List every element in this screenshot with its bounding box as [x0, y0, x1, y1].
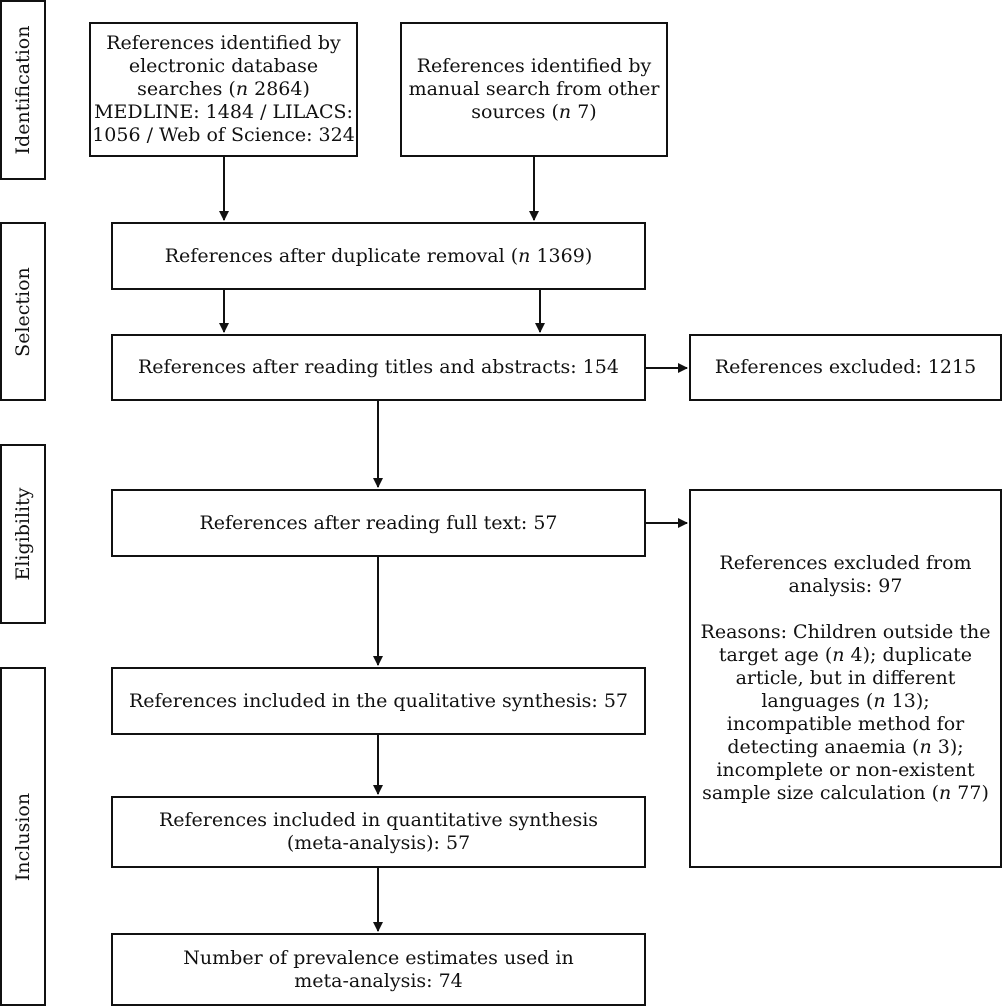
stage-inclusion: Inclusion [0, 667, 46, 1006]
box-text-line: manual search from other [408, 78, 660, 100]
box-text-line: References identified by [106, 32, 341, 54]
box-text-line: searches (n 2864) [137, 78, 310, 100]
box-text-line: sample size calculation (n 77) [702, 782, 989, 804]
qualitative-synthesis-box: References included in the qualitative s… [111, 667, 646, 735]
stage-eligibility: Eligibility [0, 444, 46, 624]
excluded-titles-box: References excluded: 1215 [689, 334, 1002, 401]
box-text-line: Reasons: Children outside the [700, 621, 991, 643]
box-text-line: languages (n 13); [761, 690, 930, 712]
box-text-line: meta-analysis: 74 [294, 969, 463, 992]
duplicate-removal-box: References after duplicate removal (n 13… [111, 222, 646, 290]
box-text-line: References after reading titles and abst… [137, 356, 619, 378]
box-text-line: electronic database [128, 55, 319, 77]
box-text-line: References excluded: 1215 [714, 356, 977, 378]
box-text-line: analysis: 97 [788, 575, 903, 597]
box-text-line: References excluded from [719, 552, 972, 574]
box-text-line: article, but in different [735, 667, 956, 689]
box-text-line: detecting anaemia (n 3); [727, 736, 964, 758]
box-text-line: (meta-analysis): 57 [286, 832, 471, 854]
box-text-line: incompatible method for [726, 713, 965, 735]
box-text-line: References included in quantitative synt… [158, 809, 599, 831]
box-text-line: References identified by [416, 55, 652, 77]
box-text-line: References after duplicate removal (n 13… [164, 244, 593, 267]
stage-identification: Identification [0, 0, 46, 180]
box-text-line: References included in the qualitative s… [128, 689, 629, 712]
box-text-line: sources (n 7) [471, 101, 597, 123]
full-text-box: References after reading full text: 57 [111, 489, 646, 557]
quantitative-synthesis-box: References included in quantitative synt… [111, 796, 646, 868]
box-text-line: MEDLINE: 1484 / LILACS: [94, 101, 353, 123]
box-text-line: target age (n 4); duplicate [718, 644, 973, 666]
stage-selection: Selection [0, 222, 46, 401]
box-text-line: References after reading full text: 57 [199, 511, 558, 534]
box-text-line: Number of prevalence estimates used in [183, 946, 574, 969]
box-text-line: 1056 / Web of Science: 324 [92, 124, 355, 146]
titles-abstracts-box: References after reading titles and abst… [111, 334, 646, 401]
box-text-line: incomplete or non-existent [716, 759, 975, 781]
